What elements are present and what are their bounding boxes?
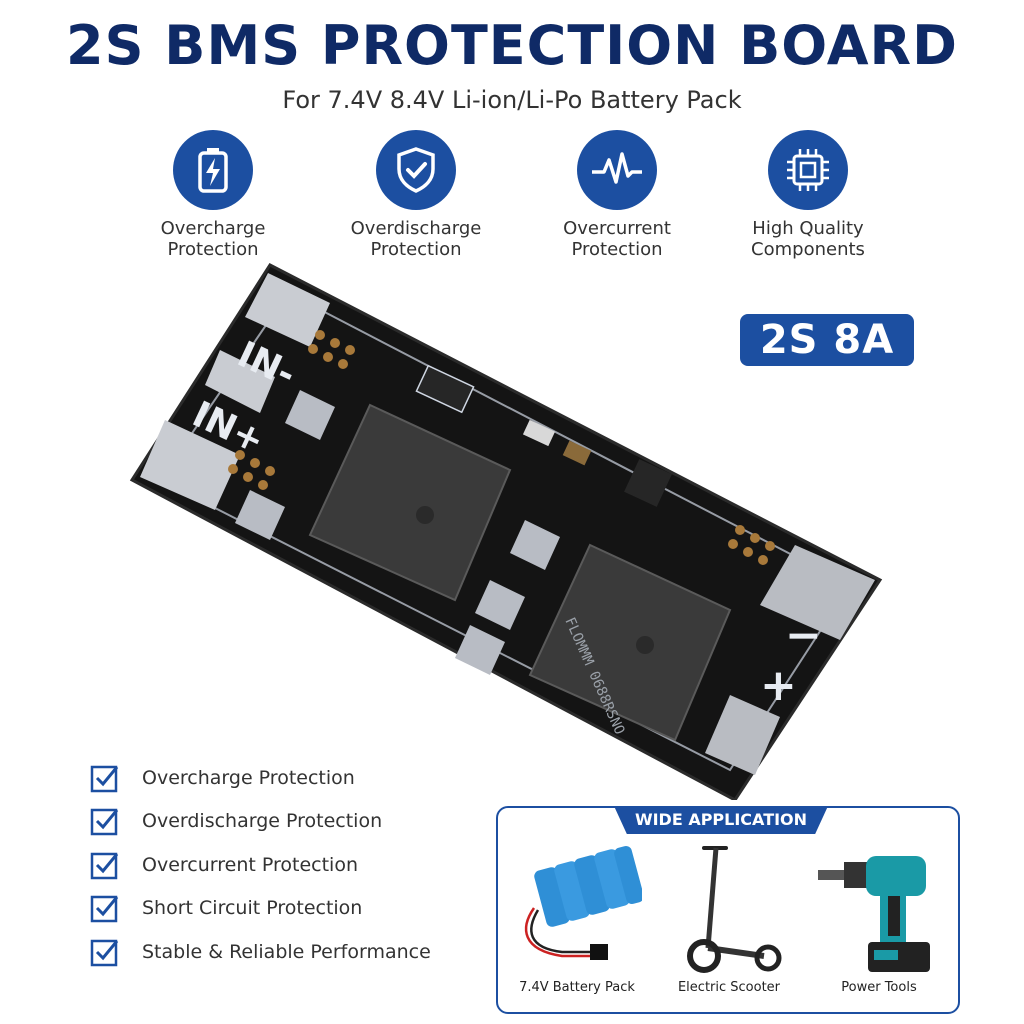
- b-plus-label: +: [760, 660, 797, 711]
- list-item: Stable & Reliable Performance: [90, 930, 431, 974]
- feature-line1: Overdischarge: [350, 218, 482, 239]
- app-scooter: Electric Scooter: [654, 838, 804, 995]
- feature-line1: Overcharge: [160, 218, 266, 239]
- battery-charge-icon: [173, 130, 253, 210]
- checkbox-icon: [90, 939, 119, 966]
- spec-badge: 2S 8A: [740, 314, 914, 366]
- list-item: Overcharge Protection: [90, 756, 431, 800]
- list-item: Overcurrent Protection: [90, 843, 431, 887]
- applications-header: WIDE APPLICATION: [614, 806, 828, 834]
- feature-checklist: Overcharge Protection Overdischarge Prot…: [90, 756, 431, 974]
- app-power-tools: Power Tools: [804, 838, 954, 995]
- feature-line2: Components: [751, 239, 865, 260]
- page-title: 2S BMS PROTECTION BOARD: [66, 14, 958, 77]
- check-text: Stable & Reliable Performance: [142, 940, 431, 963]
- scooter-icon: [654, 838, 804, 978]
- app-label: Electric Scooter: [677, 980, 781, 995]
- feature-line2: Protection: [167, 239, 259, 260]
- check-text: Overdischarge Protection: [142, 810, 383, 833]
- checkbox-icon: [90, 852, 119, 879]
- shield-check-icon: [376, 130, 456, 210]
- checkbox-icon: [90, 809, 119, 836]
- app-battery-pack: 7.4V Battery Pack: [502, 838, 652, 995]
- pcb-board-image: IN- IN+ − + FLOMMM 0688RSNO: [120, 255, 900, 804]
- feature-line2: Protection: [370, 239, 462, 260]
- check-text: Short Circuit Protection: [142, 897, 363, 920]
- check-text: Overcharge Protection: [142, 766, 355, 789]
- page-subtitle: For 7.4V 8.4V Li-ion/Li-Po Battery Pack: [282, 86, 742, 114]
- b-minus-label: −: [785, 610, 822, 661]
- app-label: 7.4V Battery Pack: [519, 980, 635, 995]
- list-item: Short Circuit Protection: [90, 887, 431, 931]
- checkbox-icon: [90, 765, 119, 792]
- app-label: Power Tools: [841, 980, 917, 995]
- feature-line1: Overcurrent: [563, 218, 671, 239]
- list-item: Overdischarge Protection: [90, 800, 431, 844]
- feature-line2: Protection: [571, 239, 663, 260]
- checkbox-icon: [90, 896, 119, 923]
- pulse-wave-icon: [577, 130, 657, 210]
- applications-panel: WIDE APPLICATION 7.4V Battery Pack: [496, 806, 960, 1014]
- drill-icon: [804, 838, 954, 978]
- feature-line1: High Quality: [752, 218, 864, 239]
- check-text: Overcurrent Protection: [142, 853, 358, 876]
- chip-icon: [768, 130, 848, 210]
- battery-pack-icon: [502, 838, 652, 978]
